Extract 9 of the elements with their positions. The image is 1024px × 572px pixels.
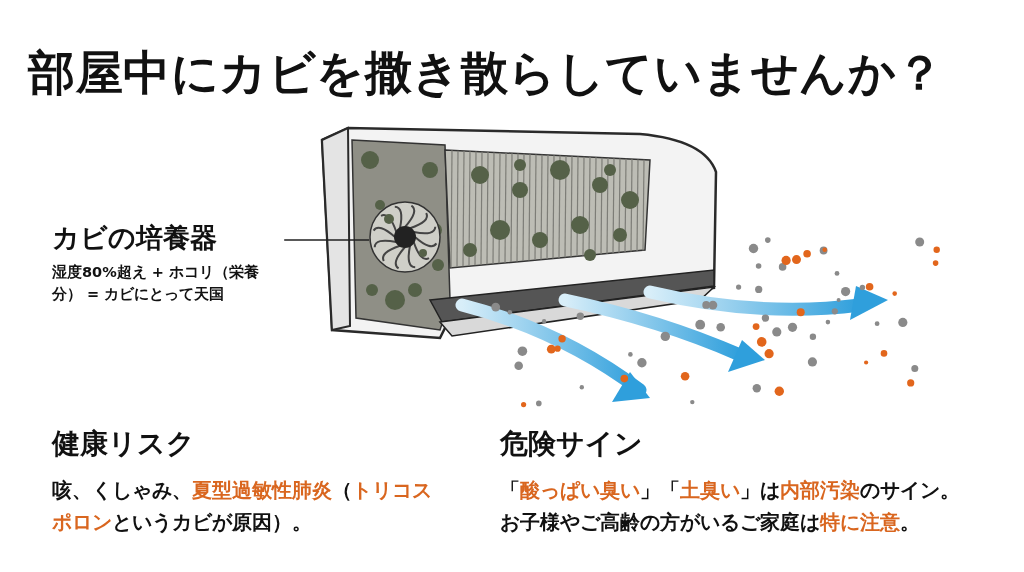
title: 部屋中にカビを撒き散らしていませんか？ [28,44,944,102]
section-text: 咳、くしゃみ、夏型過敏性肺炎（トリコスポロンというカビが原因）。 [52,477,433,536]
callout-text: 湿度80%超え + ホコリ（栄養分） = カビにとって天国 [52,263,260,304]
leader-line [283,239,370,241]
section-text: 「酸っぱい臭い」「土臭い」は内部汚染のサイン。お子様やご高齢の方がいるご家庭は特に注意。 [500,477,961,536]
section-heading: 健康リスク [52,426,195,462]
callout-heading: カビの培養器 [52,221,218,255]
section-heading: 危険サイン [500,426,643,462]
fan-drawing [369,201,441,273]
